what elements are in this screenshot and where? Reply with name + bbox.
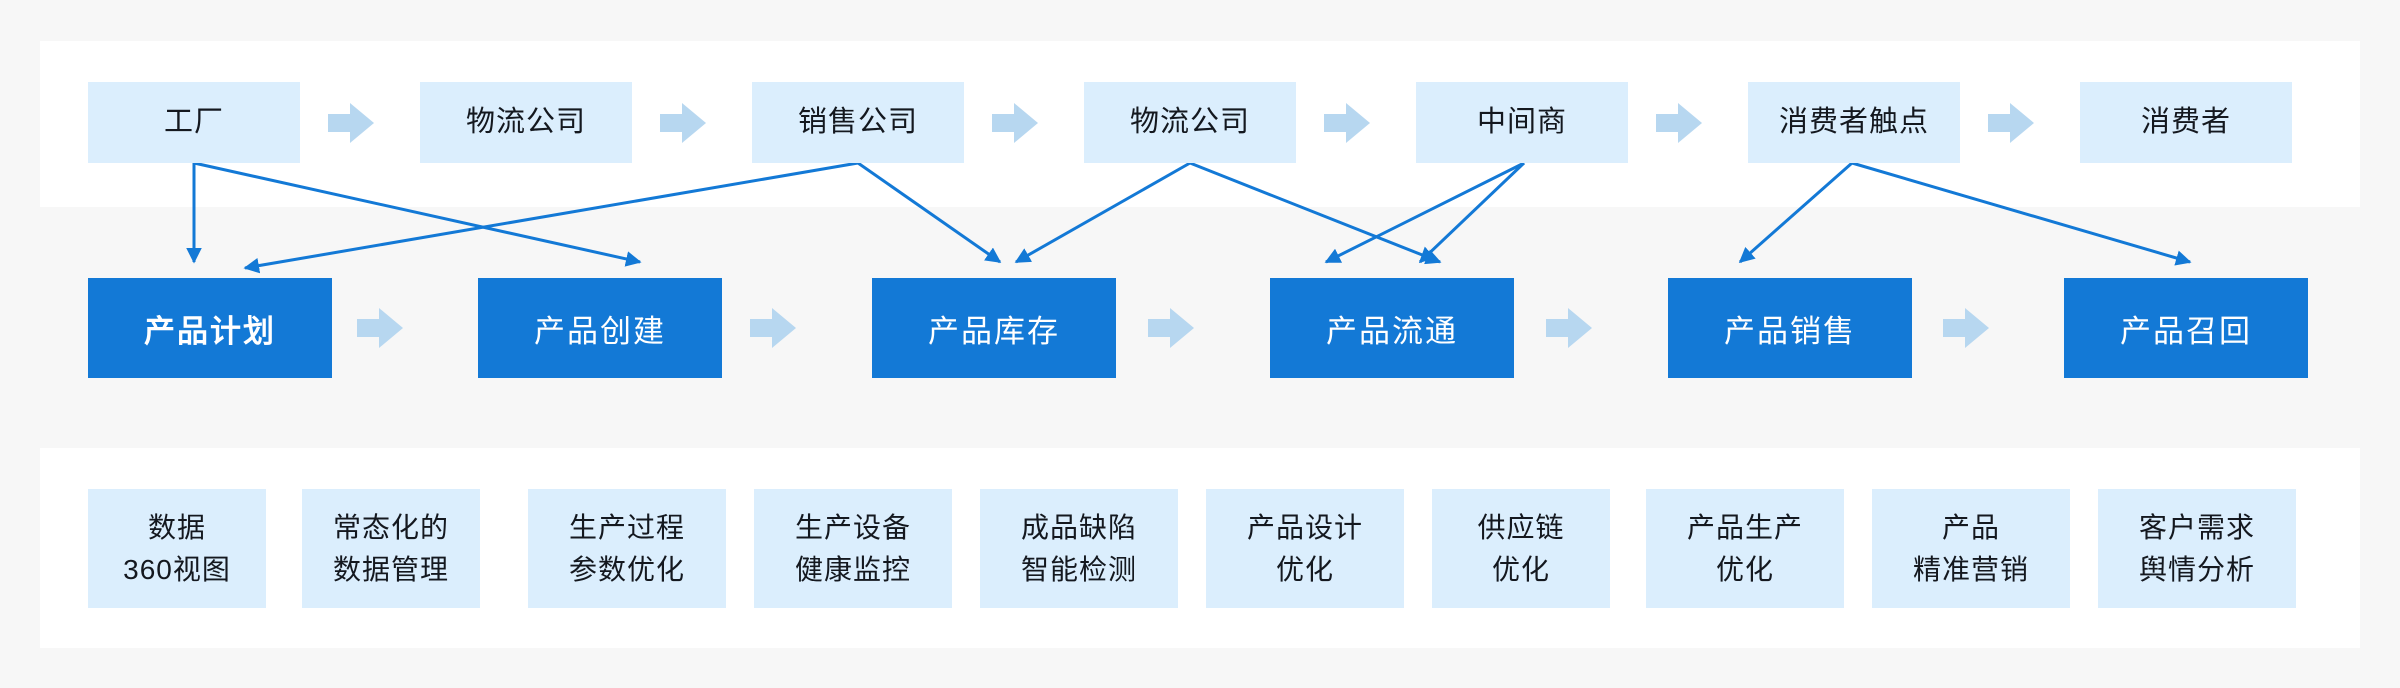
arrow-head-icon [350, 102, 374, 143]
arrow-shaft [660, 113, 686, 132]
arrow-head-icon [2010, 102, 2034, 143]
lifecycle-stage-5[interactable]: 产品销售 [1668, 278, 1912, 378]
lifecycle-step-arrow-2 [750, 308, 796, 348]
arrow-head-icon [1346, 102, 1370, 143]
capability-card-line1: 成品缺陷 [1020, 511, 1137, 543]
capability-card-line1: 产品 [1941, 511, 2000, 543]
arrow-head-icon [1965, 308, 1989, 348]
capability-card-6[interactable]: 产品设计优化 [1206, 489, 1404, 608]
arrow-shaft [992, 113, 1018, 132]
supply-node-label: 销售公司 [797, 105, 918, 138]
arrow-head-icon [1014, 102, 1038, 143]
capability-card-line2: 舆情分析 [2138, 553, 2255, 585]
arrow-shaft [1148, 319, 1174, 337]
capability-card-line1: 生产过程 [568, 511, 685, 543]
supply-node-label: 中间商 [1476, 105, 1567, 138]
capability-card-1[interactable]: 数据 360视图 [88, 489, 266, 608]
supply-node-5[interactable]: 中间商 [1416, 82, 1628, 163]
capability-card-line2: 优化 [1491, 553, 1550, 585]
lifecycle-step-arrow-5 [1943, 308, 1989, 348]
lifecycle-step-arrow-3 [1148, 308, 1194, 348]
supply-node-3[interactable]: 销售公司 [752, 82, 964, 163]
supply-node-6[interactable]: 消费者触点 [1748, 82, 1960, 163]
arrow-shaft [357, 319, 383, 337]
capability-card-line2: 优化 [1715, 553, 1774, 585]
capability-card-line1: 生产设备 [794, 511, 911, 543]
supply-chain-step-arrow-2 [660, 102, 706, 143]
arrow-head-icon [1568, 308, 1592, 348]
capability-card-line2: 数据管理 [332, 553, 449, 585]
capability-card-line1: 产品设计 [1246, 511, 1363, 543]
lifecycle-step-arrow-1 [357, 308, 403, 348]
arrow-shaft [328, 113, 354, 132]
supply-node-label: 工厂 [163, 105, 224, 138]
supply-node-4[interactable]: 物流公司 [1084, 82, 1296, 163]
capability-card-9[interactable]: 产品精准营销 [1872, 489, 2070, 608]
arrow-shaft [750, 319, 776, 337]
arrow-head-icon [379, 308, 403, 348]
capability-card-line2: 优化 [1275, 553, 1334, 585]
capability-card-3[interactable]: 生产过程参数优化 [528, 489, 726, 608]
arrow-head-icon [1170, 308, 1194, 348]
lifecycle-stage-6[interactable]: 产品召回 [2064, 278, 2308, 378]
supply-node-label: 消费者 [2140, 105, 2231, 138]
lifecycle-stage-3[interactable]: 产品库存 [872, 278, 1116, 378]
arrow-shaft [1324, 113, 1350, 132]
capability-card-line1: 供应链 [1477, 511, 1565, 543]
lifecycle-stage-label: 产品库存 [928, 313, 1060, 349]
capability-card-7[interactable]: 供应链优化 [1432, 489, 1610, 608]
arrow-shaft [1943, 319, 1969, 337]
capability-card-4[interactable]: 生产设备健康监控 [754, 489, 952, 608]
supply-chain-step-arrow-4 [1324, 102, 1370, 143]
capability-card-line1: 产品生产 [1686, 511, 1803, 543]
supply-node-7[interactable]: 消费者 [2080, 82, 2292, 163]
lifecycle-step-arrow-4 [1546, 308, 1592, 348]
lifecycle-stage-label: 产品销售 [1724, 313, 1856, 349]
arrow-shaft [1546, 319, 1572, 337]
supply-node-2[interactable]: 物流公司 [420, 82, 632, 163]
capability-card-line2: 精准营销 [1912, 553, 2029, 585]
capability-card-10[interactable]: 客户需求舆情分析 [2098, 489, 2296, 608]
capability-card-line1: 客户需求 [2138, 511, 2255, 543]
capability-card-line2: 智能检测 [1020, 553, 1137, 585]
supply-node-label: 消费者触点 [1778, 105, 1929, 138]
supply-chain-step-arrow-1 [328, 102, 374, 143]
supply-chain-step-arrow-3 [992, 102, 1038, 143]
supply-node-label: 物流公司 [1129, 105, 1250, 138]
capability-card-line2: 参数优化 [568, 553, 685, 585]
arrow-shaft [1656, 113, 1682, 132]
capability-card-line2: 健康监控 [794, 553, 911, 585]
capability-card-8[interactable]: 产品生产优化 [1646, 489, 1844, 608]
lifecycle-stage-2[interactable]: 产品创建 [478, 278, 722, 378]
arrow-head-icon [1678, 102, 1702, 143]
lifecycle-stage-label: 产品流通 [1326, 313, 1458, 349]
arrow-head-icon [682, 102, 706, 143]
supply-chain-step-arrow-6 [1988, 102, 2034, 143]
lifecycle-stage-label: 产品创建 [534, 313, 666, 349]
lifecycle-stage-label: 产品召回 [2120, 313, 2252, 349]
lifecycle-stage-1[interactable]: 产品计划 [88, 278, 332, 378]
supply-node-label: 物流公司 [465, 105, 586, 138]
supply-node-1[interactable]: 工厂 [88, 82, 300, 163]
lifecycle-stage-label: 产品计划 [144, 313, 276, 349]
capability-card-2[interactable]: 常态化的数据管理 [302, 489, 480, 608]
lifecycle-stage-4[interactable]: 产品流通 [1270, 278, 1514, 378]
supply-chain-step-arrow-5 [1656, 102, 1702, 143]
capability-card-line1: 常态化的 [332, 511, 449, 543]
capability-card-line2: 360视图 [123, 553, 231, 585]
capability-card-line1: 数据 [147, 511, 206, 543]
arrow-shaft [1988, 113, 2014, 132]
arrow-head-icon [772, 308, 796, 348]
capability-card-5[interactable]: 成品缺陷智能检测 [980, 489, 1178, 608]
